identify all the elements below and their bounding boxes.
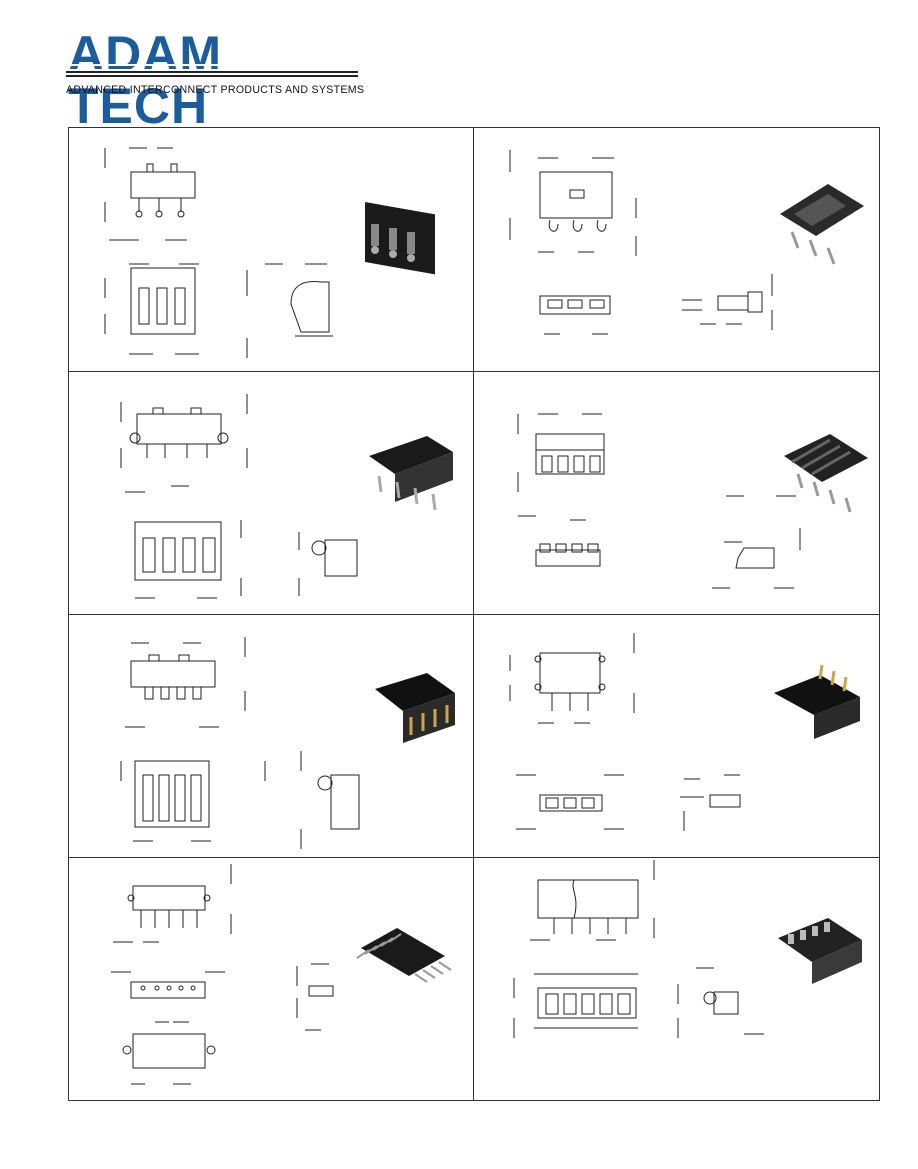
connector-multi-photo: [778, 918, 862, 984]
panel-3: [69, 372, 473, 615]
four-contact-low-profile-drawing: [517, 413, 868, 589]
company-logo: ADAM TECH: [66, 28, 362, 132]
three-contact-connector-drawing: [104, 147, 435, 358]
four-contact-right-angle-drawing: [120, 637, 455, 849]
connector-3pin-vert-photo: [774, 664, 860, 739]
connector-4pin-ra-photo: [375, 673, 455, 743]
three-contact-vertical-drawing: [509, 633, 860, 831]
panel-7: [69, 858, 473, 1101]
connector-5pin-th-photo: [356, 928, 452, 983]
panel-6: [474, 615, 878, 858]
panel-2: [474, 128, 878, 371]
panel-8: [474, 858, 878, 1101]
five-contact-through-hole-drawing: [111, 864, 452, 1085]
four-contact-side-latch-drawing: [120, 394, 453, 599]
row-divider: [69, 371, 879, 372]
panel-1: [69, 128, 473, 371]
three-contact-smt-drawing: [509, 150, 864, 335]
panel-4: [474, 372, 878, 615]
row-divider: [69, 614, 879, 615]
row-divider: [69, 857, 879, 858]
panel-5: [69, 615, 473, 858]
drawing-sheet: [68, 127, 880, 1101]
connector-3pin-photo: [365, 202, 435, 275]
connector-4pin-lp-photo: [784, 434, 868, 513]
logo-wordmark: ADAM TECH: [68, 26, 222, 134]
connector-3pin-smt-photo: [780, 184, 864, 265]
multi-contact-extended-drawing: [513, 860, 862, 1038]
company-tagline: ADVANCED INTERCONNECT PRODUCTS AND SYSTE…: [66, 84, 365, 96]
connector-4pin-photo: [369, 436, 453, 511]
